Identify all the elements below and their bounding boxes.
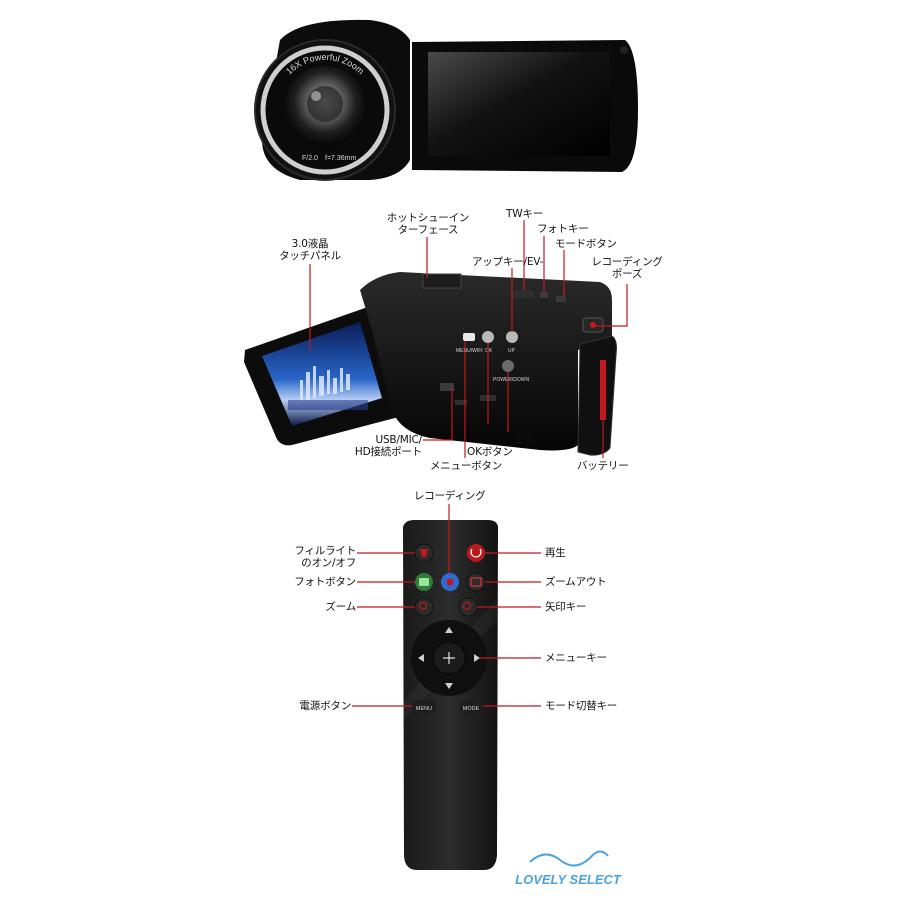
- lens-highlight: [311, 91, 321, 101]
- watermark-text: LOVELY SELECT: [515, 872, 622, 887]
- usb-port: [440, 383, 454, 391]
- callout-fill-light: フィルライト のオン/オフ: [294, 545, 356, 569]
- plus-icon: [443, 652, 455, 664]
- line-record-pause: [594, 284, 628, 327]
- city-skyline-graphic: [300, 366, 350, 402]
- callout-mode-switch: モード切替キー: [545, 700, 618, 712]
- camera-callout-lines: [309, 220, 628, 458]
- callout-ok-button: OKボタン: [467, 446, 513, 458]
- callout-hotshoe: ホットシューイン ターフェース: [386, 212, 470, 236]
- hotshoe: [422, 273, 462, 289]
- callout-lcd-panel: 3.0液晶 タッチパネル: [279, 238, 341, 262]
- tw-key[interactable]: [512, 290, 534, 298]
- up-button-print: UP: [508, 348, 516, 354]
- mic-port: [455, 400, 467, 405]
- lens-glass-inner: [307, 86, 343, 122]
- up-button[interactable]: [506, 331, 518, 343]
- zoom-in-icon: [418, 601, 428, 611]
- lens-spec-aperture: F/2.0: [302, 155, 318, 162]
- menu-button[interactable]: [463, 333, 475, 341]
- ok-button[interactable]: [482, 331, 494, 343]
- callout-power: 電源: [513, 434, 534, 446]
- camera-side: MENU/WIFI OK UP POWER/DOWN: [244, 272, 617, 456]
- arrow-up-icon: [445, 627, 453, 633]
- remote-mode-print: MODE: [463, 706, 480, 712]
- callout-menu-key: メニューキー: [545, 652, 607, 664]
- camera-icon: [419, 578, 429, 586]
- arrow-down-icon: [445, 683, 453, 689]
- side-body: [360, 272, 612, 451]
- line-usb-port: [423, 388, 453, 441]
- zoom-out-small-button[interactable]: [458, 597, 478, 617]
- playback-button[interactable]: [467, 544, 485, 562]
- callout-playback: 再生: [545, 547, 566, 559]
- zoom-button[interactable]: [414, 597, 434, 617]
- camera-front: 16X Powerful Zoom F/2.0 f=7.36mm: [254, 19, 638, 181]
- callout-photo-key: フォトキー: [537, 223, 589, 235]
- ok-button-print: OK: [485, 348, 493, 354]
- remote-menu-button[interactable]: [412, 700, 436, 714]
- callout-usb-port: USB/MIC/ HD接続ポート: [354, 434, 422, 458]
- city-water: [288, 400, 368, 410]
- power-icon: [470, 548, 482, 558]
- callout-zoom: ズーム: [325, 601, 356, 613]
- photo-key[interactable]: [540, 292, 548, 298]
- remote-menu-print: MENU: [416, 706, 432, 712]
- arrow-right-icon: [474, 654, 480, 662]
- callout-arrow-keys: 矢印キー: [545, 601, 587, 613]
- power-button-print: POWER/DOWN: [493, 377, 529, 383]
- zoom-out-icon: [462, 601, 472, 611]
- record-dot-icon: [446, 578, 454, 586]
- callout-battery: バッテリー: [577, 460, 629, 472]
- battery-brand-stripe: [600, 360, 606, 420]
- lcd-screen: [428, 52, 610, 156]
- callout-recording: レコーディング: [414, 490, 486, 502]
- callout-menu-button: メニューボタン: [430, 460, 503, 472]
- callout-up-key: アップキー/EV-: [472, 256, 544, 268]
- arrow-left-icon: [418, 654, 424, 662]
- menu-button-print: MENU/WIFI: [456, 348, 483, 354]
- callout-record-pause: レコーディング ポーズ: [591, 256, 663, 280]
- lcd-hinge-screw: [620, 46, 628, 54]
- callout-photo-button: フォトボタン: [294, 576, 356, 588]
- record-dot-icon: [590, 322, 596, 328]
- remote-mode-button[interactable]: [459, 700, 483, 714]
- watermark-logo: LOVELY SELECT: [515, 850, 622, 887]
- mode-button[interactable]: [556, 296, 566, 302]
- watermark-swoosh: [529, 850, 609, 867]
- callout-mode-button: モードボタン: [555, 238, 617, 250]
- lens-spec-focal: f=7.36mm: [325, 155, 356, 162]
- remote-callout-lines: [352, 504, 541, 707]
- zoom-out-button[interactable]: [466, 572, 486, 592]
- power-button[interactable]: [502, 360, 514, 372]
- callout-zoom-out: ズームアウト: [545, 576, 607, 588]
- lamp-icon: [420, 549, 428, 557]
- gallery-icon: [470, 577, 482, 587]
- callout-power-button: 電源ボタン: [299, 700, 352, 712]
- remote-control: MENU MODE: [403, 520, 498, 870]
- callout-tw-key: TWキー: [506, 208, 543, 220]
- side-grip: [577, 335, 617, 456]
